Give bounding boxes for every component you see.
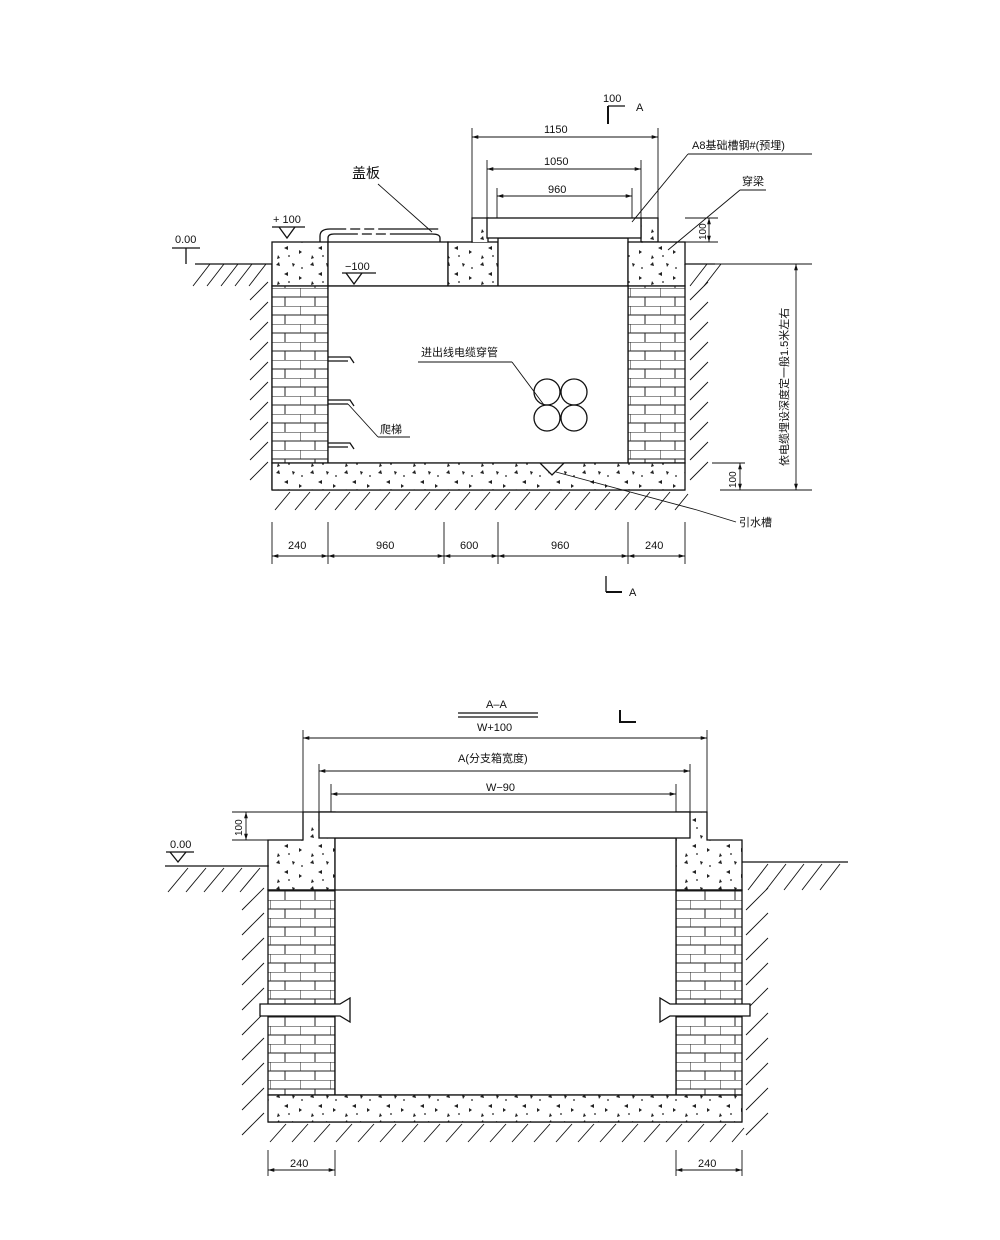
section-level-zero-mark: 0.00 (166, 839, 194, 864)
box-opening (497, 237, 629, 287)
drain-label: 引水槽 (739, 515, 772, 529)
dim-bottom-600: 600 (460, 540, 478, 552)
section-view: A–A W+100 A(分支箱宽度) W−90 (165, 699, 848, 1176)
level-zero-mark: 0.00 (172, 234, 200, 264)
depth-note: 依电缆埋设深度定一般1.5米左右 (777, 308, 791, 466)
right-dimensions: 100 依电缆埋设深度定一般1.5米左右 100 (685, 217, 812, 491)
section-title: A–A (486, 699, 507, 711)
section-bottom-slab (267, 1094, 743, 1123)
plan-view: 100 A 1150 1050 960 (172, 93, 812, 599)
dim-w-minus-90: W−90 (486, 782, 515, 794)
section-mark-top-letter: A (636, 102, 644, 114)
dim-960: 960 (548, 184, 566, 196)
dim-bottom-960-right: 960 (551, 540, 569, 552)
section-level-zero-label: 0.00 (170, 839, 191, 851)
left-brick-wall (271, 285, 329, 464)
level-plus-mark: + 100 (272, 214, 305, 240)
level-minus-mark: −100 (342, 261, 376, 286)
middle-slab (447, 241, 499, 287)
channel-steel-label: A8基础槽钢#(预埋) (692, 139, 785, 152)
right-brick-wall (627, 285, 686, 464)
bottom-slab (271, 462, 686, 491)
dim-1050: 1050 (544, 156, 568, 168)
level-plus-label: + 100 (273, 214, 301, 226)
right-top-slab (627, 241, 686, 287)
section-channel-steel (318, 811, 691, 839)
section-right-brick-wall (675, 889, 743, 1096)
dim-w-plus-100: W+100 (477, 722, 512, 734)
ground-right (685, 263, 722, 481)
section-mark-bottom-letter: A (629, 587, 637, 599)
level-zero-label: 0.00 (175, 234, 196, 246)
section-dim-240-right: 240 (698, 1158, 716, 1170)
section-mark-bottom: A (605, 576, 637, 599)
section-dim-100: 100 (234, 819, 245, 836)
dim-bottom-960-left: 960 (376, 540, 394, 552)
dim-a-box-width: A(分支箱宽度) (458, 751, 528, 765)
beam-penetrations (259, 996, 751, 1024)
top-dimensions: 1150 1050 960 (471, 124, 659, 220)
beam-label: 穿梁 (742, 174, 764, 188)
section-mark-top: 100 A (603, 93, 644, 124)
channel-steel (486, 217, 642, 239)
dim-bottom-240-right: 240 (645, 540, 663, 552)
section-dim-240-left: 240 (290, 1158, 308, 1170)
dim-bottom-240-left: 240 (288, 540, 306, 552)
ground-left (192, 263, 273, 490)
dim-1150: 1150 (544, 124, 568, 136)
left-top-slab (271, 241, 329, 287)
dim-100-top: 100 (698, 223, 709, 240)
dim-100-bottom: 100 (728, 471, 739, 488)
cover-label: 盖板 (352, 165, 380, 181)
bottom-dimensions: 240 960 600 960 240 (271, 522, 686, 564)
section-mark-top-num: 100 (603, 93, 621, 105)
level-minus-label: −100 (345, 261, 370, 273)
ground-bottom (272, 489, 689, 511)
ladder-label: 爬梯 (380, 423, 402, 436)
section-left-brick-wall (267, 889, 336, 1096)
cable-pipe-label: 进出线电缆穿管 (421, 345, 498, 359)
ladder-rungs (328, 356, 355, 450)
